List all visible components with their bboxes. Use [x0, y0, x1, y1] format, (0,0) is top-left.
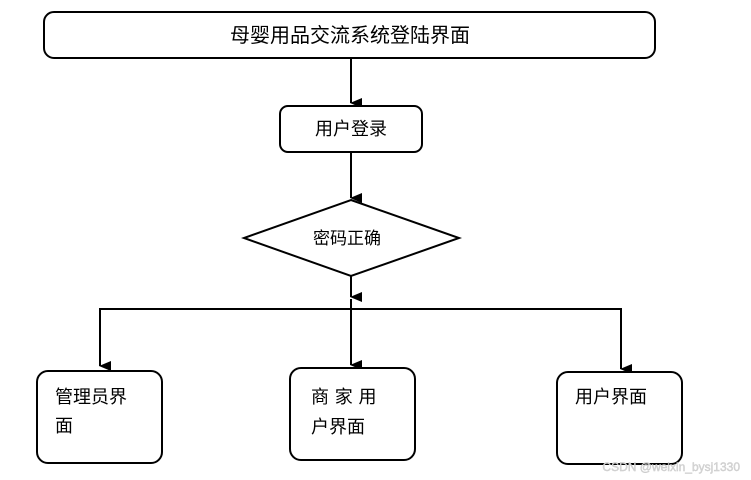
user-node: 用户界面 [556, 371, 683, 465]
title-label: 母婴用品交流系统登陆界面 [230, 23, 470, 47]
user-label: 用户界面 [575, 387, 647, 408]
admin-label-line1: 管理员界 [55, 387, 127, 408]
password-check-node: 密码正确 [241, 198, 463, 278]
admin-label-line2: 面 [55, 416, 73, 437]
csdn-watermark: CSDN @weixin_bysj1330 [602, 460, 740, 474]
check-label: 密码正确 [313, 229, 381, 249]
user-box [556, 371, 683, 465]
admin-box [36, 370, 163, 464]
merchant-label-line2: 户界面 [311, 417, 365, 438]
title-node: 母婴用品交流系统登陆界面 [43, 11, 656, 59]
title-box [43, 11, 656, 59]
merchant-box [289, 367, 416, 461]
merchant-node: 商 家 用 户界面 [289, 367, 416, 461]
login-node: 用户登录 [279, 105, 423, 153]
merchant-label-line1: 商 家 用 [311, 387, 376, 408]
login-label: 用户登录 [315, 119, 387, 140]
admin-node: 管理员界 面 [36, 370, 163, 464]
